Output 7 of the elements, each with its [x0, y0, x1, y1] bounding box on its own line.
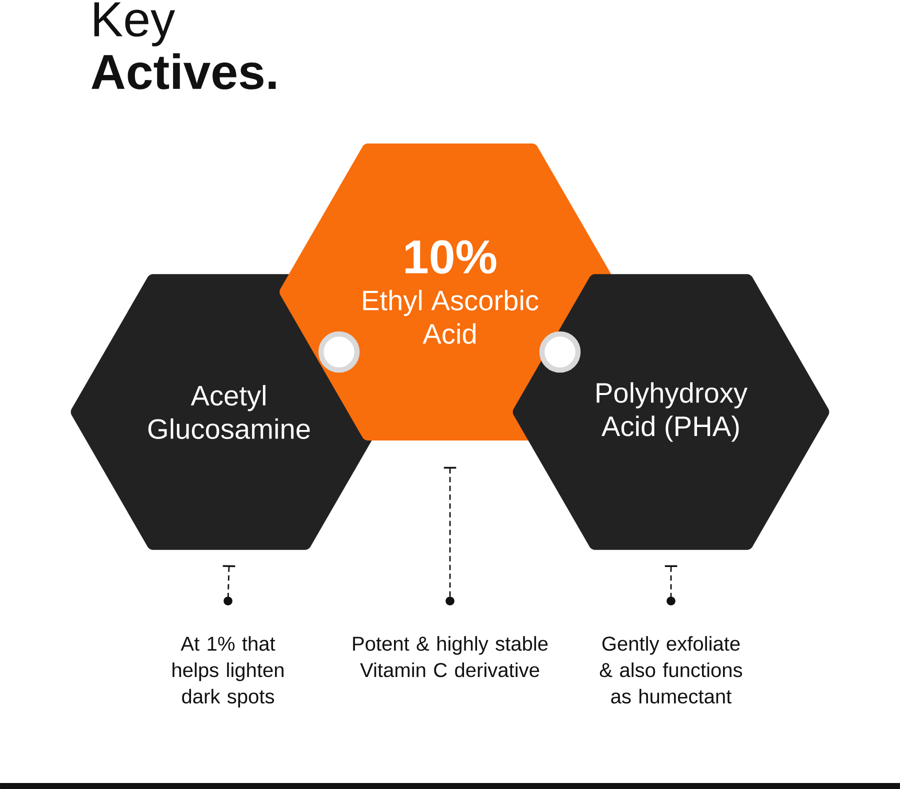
leader-line: [444, 466, 456, 606]
description-text: At 1% that helps lighten dark spots: [172, 636, 284, 708]
description-text: Gently exfoliate & also functions as humectant: [600, 636, 742, 704]
leader-line: [222, 565, 236, 606]
description-text: Potent & highly stable Vitamin C derivative: [353, 636, 548, 678]
title: Key Actives.: [92, 2, 276, 90]
leader-line: [664, 565, 678, 606]
